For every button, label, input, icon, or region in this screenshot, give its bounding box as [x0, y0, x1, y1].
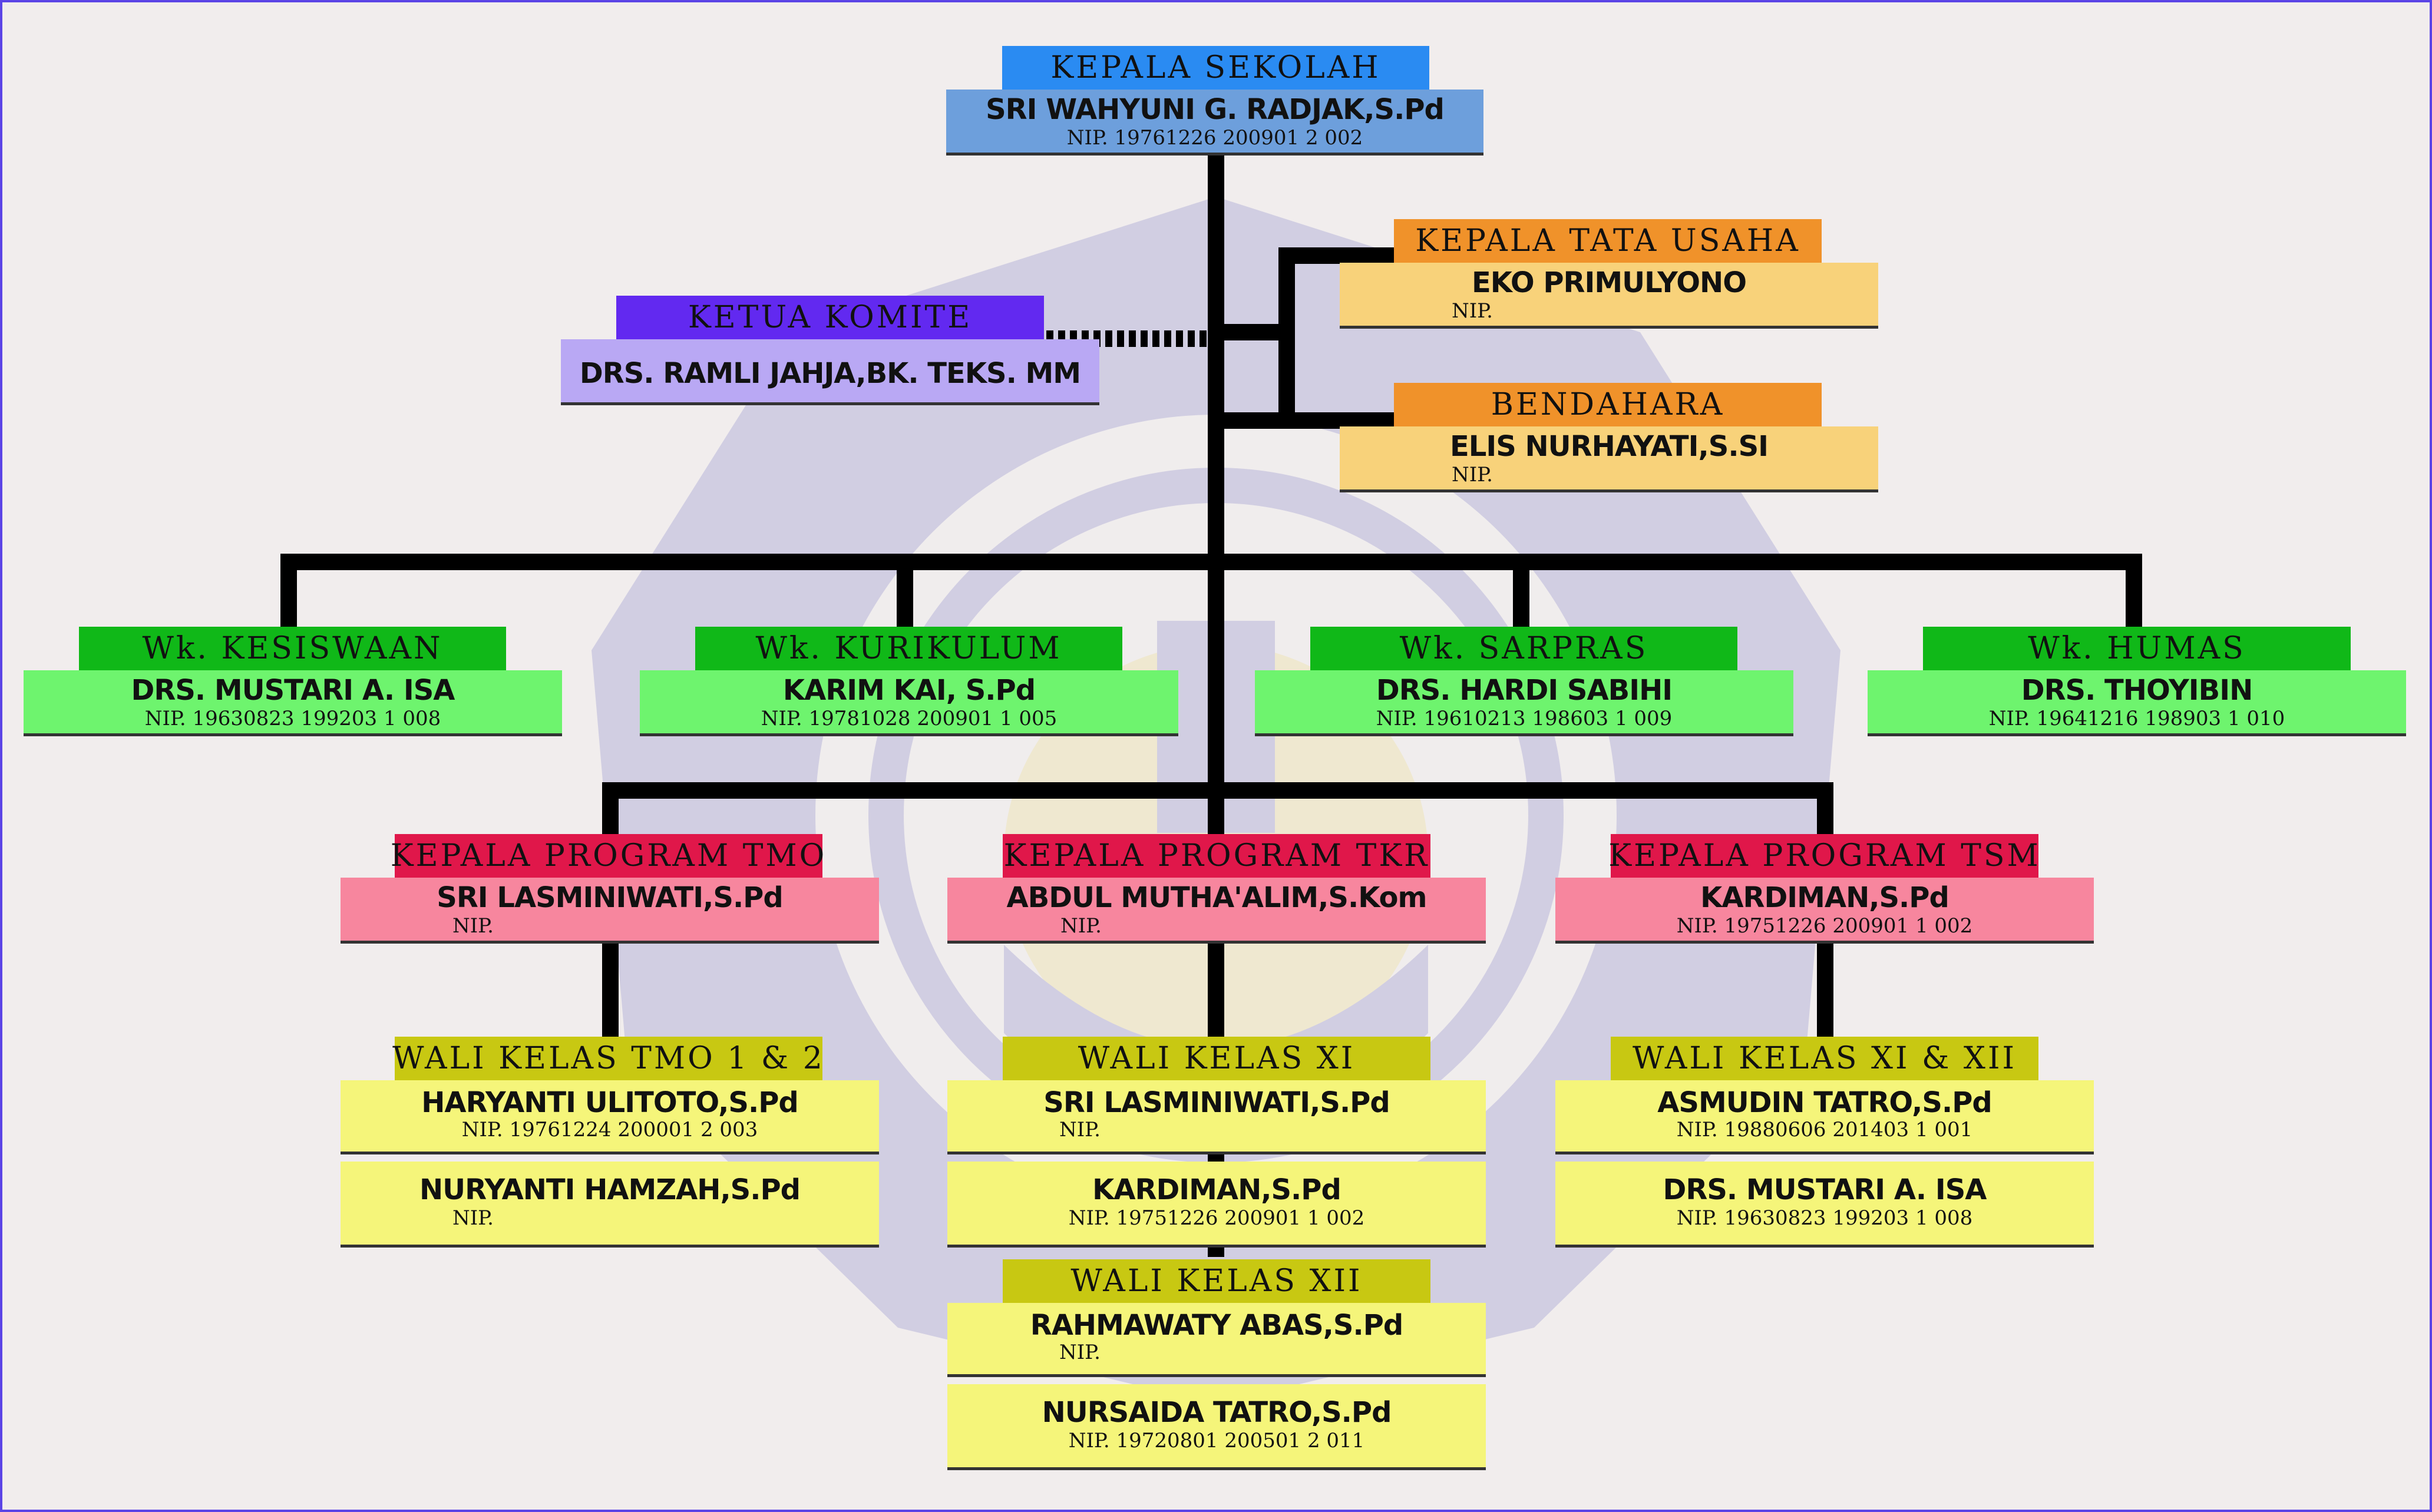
- person-name: DRS. HARDI SABIHI: [1376, 674, 1673, 707]
- person-nip: NIP. 19751226 200901 1 002: [1068, 1206, 1365, 1230]
- person-name: NURSAIDA TATRO,S.Pd: [1042, 1396, 1392, 1429]
- person-nip: NIP.: [452, 1206, 494, 1230]
- program-tkr-box: ABDUL MUTHA'ALIM,S.Kom NIP.: [947, 878, 1486, 944]
- person-name: KARDIMAN,S.Pd: [1092, 1173, 1341, 1206]
- kepala-sekolah-header: KEPALA SEKOLAH: [1002, 46, 1429, 90]
- person-nip: NIP. 19630823 199203 1 008: [144, 707, 441, 730]
- person-name: ABDUL MUTHA'ALIM,S.Kom: [1006, 881, 1427, 914]
- person-nip: NIP.: [1452, 463, 1493, 487]
- wk-kurikulum-header: Wk. KURIKULUM: [695, 627, 1122, 670]
- person-name: EKO PRIMULYONO: [1471, 266, 1747, 299]
- tata-usaha-box: EKO PRIMULYONO NIP.: [1340, 263, 1878, 329]
- tata-usaha-header: KEPALA TATA USAHA: [1394, 219, 1822, 263]
- program-tsm-box: KARDIMAN,S.Pd NIP. 19751226 200901 1 002: [1555, 878, 2094, 944]
- wali-xi-member-1: SRI LASMINIWATI,S.Pd NIP.: [947, 1080, 1486, 1154]
- wali-tmo-member-2: NURYANTI HAMZAH,S.Pd NIP.: [341, 1162, 879, 1248]
- program-tmo-box: SRI LASMINIWATI,S.Pd NIP.: [341, 878, 879, 944]
- wali-tmo-member-1: HARYANTI ULITOTO,S.Pd NIP. 19761224 2000…: [341, 1080, 879, 1154]
- wali-xi-member-2: KARDIMAN,S.Pd NIP. 19751226 200901 1 002: [947, 1162, 1486, 1248]
- wk-sarpras-header: Wk. SARPRAS: [1310, 627, 1737, 670]
- person-nip: NIP. 19720801 200501 2 011: [1068, 1429, 1365, 1453]
- person-name: SRI LASMINIWATI,S.Pd: [1043, 1086, 1390, 1119]
- person-name: DRS. MUSTARI A. ISA: [131, 674, 455, 707]
- person-name: ELIS NURHAYATI,S.SI: [1449, 430, 1769, 463]
- person-nip: NIP.: [1059, 1341, 1101, 1364]
- wali-xi-xii-header: WALI KELAS XI & XII: [1611, 1037, 2038, 1080]
- person-name: DRS. THOYIBIN: [2021, 674, 2253, 707]
- wk-sarpras-box: DRS. HARDI SABIHI NIP. 19610213 198603 1…: [1255, 670, 1793, 736]
- person-name: NURYANTI HAMZAH,S.Pd: [419, 1173, 801, 1206]
- person-name: KARDIMAN,S.Pd: [1700, 881, 1949, 914]
- wali-xi-xii-member-1: ASMUDIN TATRO,S.Pd NIP. 19880606 201403 …: [1555, 1080, 2094, 1154]
- wk-kesiswaan-box: DRS. MUSTARI A. ISA NIP. 19630823 199203…: [24, 670, 562, 736]
- bendahara-header: BENDAHARA: [1394, 383, 1822, 426]
- wali-xii-member-2: NURSAIDA TATRO,S.Pd NIP. 19720801 200501…: [947, 1384, 1486, 1470]
- wali-xii-member-1: RAHMAWATY ABAS,S.Pd NIP.: [947, 1303, 1486, 1377]
- kepala-sekolah-box: SRI WAHYUNI G. RADJAK,S.Pd NIP. 19761226…: [946, 90, 1483, 155]
- program-tkr-header: KEPALA PROGRAM TKR: [1003, 834, 1430, 878]
- person-nip: NIP.: [1060, 914, 1102, 938]
- person-name: RAHMAWATY ABAS,S.Pd: [1030, 1309, 1404, 1342]
- bendahara-box: ELIS NURHAYATI,S.SI NIP.: [1340, 426, 1878, 492]
- person-nip: NIP. 19761224 200001 2 003: [461, 1118, 758, 1142]
- person-nip: NIP.: [452, 914, 494, 938]
- person-name: ASMUDIN TATRO,S.Pd: [1657, 1086, 1992, 1119]
- person-nip: NIP. 19610213 198603 1 009: [1376, 707, 1673, 730]
- program-tsm-header: KEPALA PROGRAM TSM: [1608, 834, 2038, 878]
- wali-xi-xii-member-2: DRS. MUSTARI A. ISA NIP. 19630823 199203…: [1555, 1162, 2094, 1248]
- person-name: KARIM KAI, S.Pd: [782, 674, 1036, 707]
- person-name: SRI WAHYUNI G. RADJAK,S.Pd: [986, 93, 1445, 126]
- komite-header: KETUA KOMITE: [616, 296, 1044, 339]
- person-nip: NIP. 19751226 200901 1 002: [1676, 914, 1973, 938]
- wk-kesiswaan-header: Wk. KESISWAAN: [79, 627, 506, 670]
- wali-xi-header: WALI KELAS XI: [1003, 1037, 1430, 1080]
- person-nip: NIP. 19641216 198903 1 010: [1988, 707, 2285, 730]
- wk-humas-header: Wk. HUMAS: [1923, 627, 2351, 670]
- wk-humas-box: DRS. THOYIBIN NIP. 19641216 198903 1 010: [1868, 670, 2406, 736]
- person-name: HARYANTI ULITOTO,S.Pd: [421, 1086, 799, 1119]
- person-nip: NIP. 19761226 200901 2 002: [1066, 126, 1363, 150]
- wali-xii-header: WALI KELAS XII: [1003, 1259, 1430, 1303]
- person-nip: NIP. 19880606 201403 1 001: [1676, 1118, 1973, 1142]
- person-nip: NIP. 19781028 200901 1 005: [761, 707, 1058, 730]
- program-tmo-header: KEPALA PROGRAM TMO: [391, 834, 824, 878]
- person-name: DRS. RAMLI JAHJA,BK. TEKS. MM: [579, 357, 1081, 390]
- person-name: DRS. MUSTARI A. ISA: [1663, 1173, 1987, 1206]
- person-nip: NIP.: [1059, 1118, 1101, 1142]
- person-nip: NIP.: [1452, 299, 1493, 323]
- wali-tmo-header: WALI KELAS TMO 1 & 2: [392, 1037, 822, 1080]
- komite-box: DRS. RAMLI JAHJA,BK. TEKS. MM: [561, 339, 1099, 405]
- person-nip: NIP. 19630823 199203 1 008: [1676, 1206, 1973, 1230]
- wk-kurikulum-box: KARIM KAI, S.Pd NIP. 19781028 200901 1 0…: [640, 670, 1178, 736]
- person-name: SRI LASMINIWATI,S.Pd: [437, 881, 783, 914]
